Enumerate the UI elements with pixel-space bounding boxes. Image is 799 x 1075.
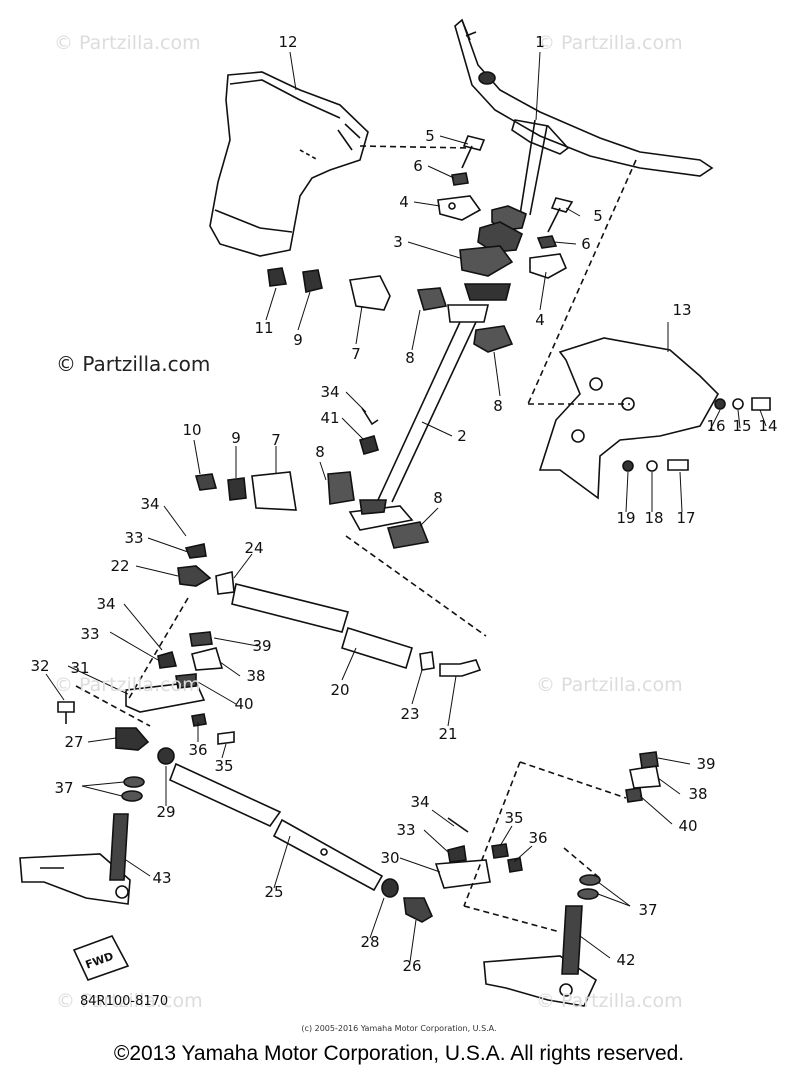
callout-18: 18 — [644, 509, 664, 527]
tie-rod-lower — [168, 762, 282, 828]
callout-8: 8 — [315, 443, 325, 461]
callout-8: 8 — [405, 349, 415, 367]
callout-6: 6 — [581, 235, 591, 253]
callout-34: 34 — [140, 495, 160, 513]
callout-13: 13 — [672, 301, 692, 319]
callout-40: 40 — [234, 695, 254, 713]
callout-3: 3 — [393, 233, 403, 251]
callout-39: 39 — [696, 755, 716, 773]
callout-7: 7 — [351, 345, 361, 363]
callout-43: 43 — [152, 869, 172, 887]
callout-29: 29 — [156, 803, 176, 821]
callout-6: 6 — [413, 157, 423, 175]
callout-41: 41 — [320, 409, 340, 427]
callout-25: 25 — [264, 883, 284, 901]
callout-8: 8 — [433, 489, 443, 507]
callout-28: 28 — [360, 933, 380, 951]
callout-15: 15 — [732, 417, 752, 435]
watermark: © Partzilla.com — [54, 32, 201, 54]
callout-20: 20 — [330, 681, 350, 699]
callout-5: 5 — [593, 207, 603, 225]
callout-9: 9 — [231, 429, 241, 447]
callout-39: 39 — [252, 637, 272, 655]
watermark: © Partzilla.com — [536, 990, 683, 1012]
callout-33: 33 — [124, 529, 144, 547]
callout-9: 9 — [293, 331, 303, 349]
callout-12: 12 — [278, 33, 298, 51]
callout-8: 8 — [493, 397, 503, 415]
callout-34: 34 — [410, 793, 430, 811]
callout-31: 31 — [70, 659, 90, 677]
spindle-left — [19, 853, 131, 905]
callout-35: 35 — [214, 757, 234, 775]
callout-5: 5 — [425, 127, 435, 145]
callout-4: 4 — [399, 193, 409, 211]
small-copyright: (c) 2005-2016 Yamaha Motor Corporation, … — [301, 1024, 497, 1033]
callout-30: 30 — [380, 849, 400, 867]
callout-10: 10 — [182, 421, 202, 439]
callout-26: 26 — [402, 957, 422, 975]
callout-14: 14 — [758, 417, 778, 435]
callout-37: 37 — [54, 779, 74, 797]
callout-33: 33 — [80, 625, 100, 643]
callout-16: 16 — [706, 417, 726, 435]
callout-34: 34 — [96, 595, 116, 613]
watermark: © Partzilla.com — [54, 674, 201, 696]
steering-column — [463, 283, 512, 301]
callout-36: 36 — [188, 741, 208, 759]
callout-23: 23 — [400, 705, 420, 723]
callout-42: 42 — [616, 951, 636, 969]
callout-17: 17 — [676, 509, 696, 527]
callout-38: 38 — [246, 667, 266, 685]
callout-40: 40 — [678, 817, 698, 835]
diagram-code: 84R100-8170 — [80, 994, 169, 1009]
callout-34: 34 — [320, 383, 340, 401]
handlebar — [454, 18, 714, 177]
watermark: © Partzilla.com — [56, 990, 203, 1012]
tie-rod-upper — [231, 583, 350, 633]
callout-38: 38 — [688, 785, 708, 803]
cowl — [538, 337, 719, 500]
callout-19: 19 — [616, 509, 636, 527]
callout-35: 35 — [504, 809, 524, 827]
callout-22: 22 — [110, 557, 130, 575]
watermark: © Partzilla.com — [56, 352, 211, 376]
callout-4: 4 — [535, 311, 545, 329]
callout-24: 24 — [244, 539, 264, 557]
callout-11: 11 — [254, 319, 274, 337]
callout-1: 1 — [535, 33, 545, 51]
watermark: © Partzilla.com — [536, 674, 683, 696]
callout-32: 32 — [30, 657, 50, 675]
throttle-grip — [209, 71, 369, 257]
callout-33: 33 — [396, 821, 416, 839]
callout-37: 37 — [638, 901, 658, 919]
callout-36: 36 — [528, 829, 548, 847]
callout-7: 7 — [271, 431, 281, 449]
watermark: © Partzilla.com — [536, 32, 683, 54]
callout-2: 2 — [457, 427, 467, 445]
callout-27: 27 — [64, 733, 84, 751]
callout-21: 21 — [438, 725, 458, 743]
footer-copyright: ©2013 Yamaha Motor Corporation, U.S.A. A… — [113, 1042, 685, 1065]
